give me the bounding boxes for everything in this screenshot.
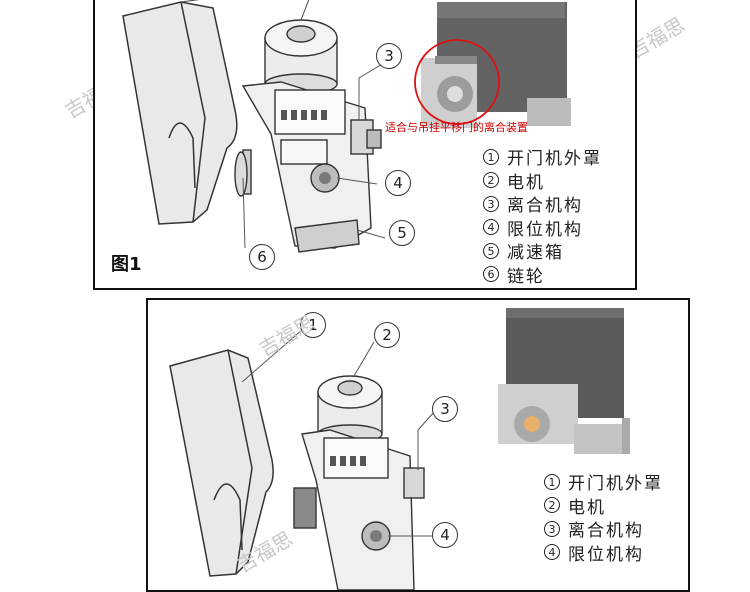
parts-legend: 1 开门机外罩 2 电机 3 离合机构 4 限位机构 xyxy=(544,470,663,565)
exploded-view-drawing-1 xyxy=(122,0,571,253)
housing-cover-drawing xyxy=(122,0,238,225)
legend-item: 4 限位机构 xyxy=(483,216,602,240)
legend-item: 1 开门机外罩 xyxy=(483,145,602,169)
legend-text: 减速箱 xyxy=(507,243,564,264)
legend-number: 1 xyxy=(544,473,560,490)
legend-number: 3 xyxy=(483,195,499,212)
legend-number: 4 xyxy=(483,219,499,236)
legend-item: 4 限位机构 xyxy=(544,541,663,565)
legend-number: 1 xyxy=(483,148,499,165)
callout-3: 3 xyxy=(376,43,402,69)
callout-4: 4 xyxy=(432,522,458,548)
legend-item: 1 开门机外罩 xyxy=(544,470,663,494)
callout-6: 6 xyxy=(249,244,275,270)
legend-text: 电机 xyxy=(507,172,545,193)
legend-number: 6 xyxy=(483,266,499,283)
legend-item: 6 链轮 xyxy=(483,263,602,287)
legend-number: 5 xyxy=(483,242,499,259)
legend-number: 2 xyxy=(483,172,499,189)
legend-text: 链轮 xyxy=(507,266,545,287)
chassis-drawing xyxy=(293,429,425,590)
legend-number: 4 xyxy=(544,544,560,561)
legend-text: 电机 xyxy=(568,497,606,518)
legend-item: 2 电机 xyxy=(544,494,663,518)
legend-item: 5 减速箱 xyxy=(483,239,602,263)
exploded-view-drawing-2 xyxy=(169,308,630,590)
chassis-drawing xyxy=(234,81,382,253)
callout-2: 2 xyxy=(374,322,400,348)
legend-item: 3 离合机构 xyxy=(483,192,602,216)
legend-text: 开门机外罩 xyxy=(507,149,602,170)
legend-text: 离合机构 xyxy=(568,521,644,542)
motor-drawing xyxy=(264,0,338,95)
housing-cover-drawing xyxy=(169,349,274,577)
callout-3: 3 xyxy=(432,396,458,422)
clutch-note: 适合与吊挂平移门的离合装置 xyxy=(385,121,528,134)
figure-label: 图1 xyxy=(111,254,142,275)
legend-text: 限位机构 xyxy=(568,544,644,565)
legend-number: 2 xyxy=(544,497,560,514)
parts-legend: 1 开门机外罩 2 电机 3 离合机构 4 限位机构 5 减速箱 6 链轮 xyxy=(483,145,602,287)
figure-1-panel: 3 4 5 6 适合与吊挂平移门的离合装置 图1 1 开门机外罩 2 电机 3 离合机… xyxy=(93,0,637,290)
legend-text: 限位机构 xyxy=(507,219,583,240)
legend-text: 离合机构 xyxy=(507,196,583,217)
legend-item: 3 离合机构 xyxy=(544,517,663,541)
legend-item: 2 电机 xyxy=(483,169,602,193)
product-photo-clutch xyxy=(414,2,571,128)
callout-5: 5 xyxy=(389,220,415,246)
motor-drawing xyxy=(317,375,383,444)
callout-4: 4 xyxy=(385,170,411,196)
legend-number: 3 xyxy=(544,520,560,537)
product-photo xyxy=(498,308,630,454)
callout-1: 1 xyxy=(300,312,326,338)
legend-text: 开门机外罩 xyxy=(568,474,663,495)
